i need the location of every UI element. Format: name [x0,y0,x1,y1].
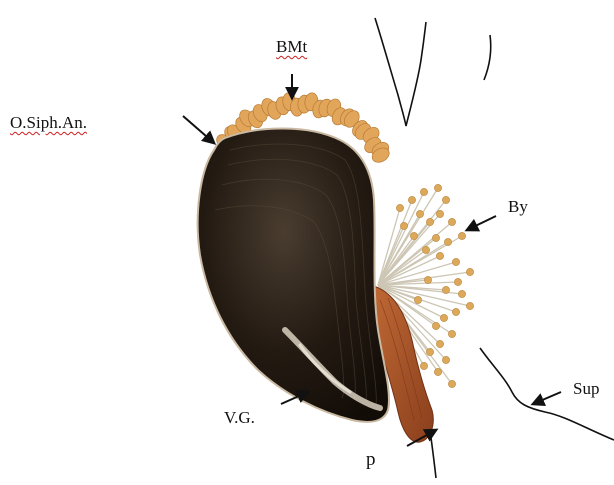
byssus-disc [434,184,441,191]
byssus-disc [466,302,473,309]
byssus-disc [458,232,465,239]
byssus-disc [416,210,423,217]
byssus-disc [436,340,443,347]
mussel-shell-icon [198,128,389,421]
byssus-disc [420,188,427,195]
byssus-disc [396,204,403,211]
label-o-siph-an: O.Siph.An. [10,114,87,131]
byssus-disc [422,246,429,253]
byssus-disc [448,218,455,225]
byssus-disc [442,356,449,363]
byssus-disc [410,232,417,239]
label-sup: Sup [573,380,599,397]
byssus-disc [448,380,455,387]
byssus-disc [452,258,459,265]
byssus-disc [454,278,461,285]
byssus-disc [432,234,439,241]
byssus-disc [414,296,421,303]
byssus-disc [442,286,449,293]
label-p: p [366,450,376,469]
byssus-disc [440,314,447,321]
label-bmt: BMt [276,38,307,55]
byssus-disc [408,196,415,203]
byssus-disc [466,268,473,275]
label-vg: V.G. [224,409,255,426]
byssus-disc [420,362,427,369]
byssus-disc [436,210,443,217]
byssus-disc [434,368,441,375]
byssus-disc [444,238,451,245]
byssus-disc [424,276,431,283]
byssus-disc [458,290,465,297]
byssus-disc [448,330,455,337]
byssus-disc [452,308,459,315]
label-by: By [508,198,528,215]
byssus-disc [432,322,439,329]
byssus-disc [400,222,407,229]
byssus-disc [436,252,443,259]
byssus-disc [426,348,433,355]
byssus-disc [426,218,433,225]
byssus-disc [442,196,449,203]
